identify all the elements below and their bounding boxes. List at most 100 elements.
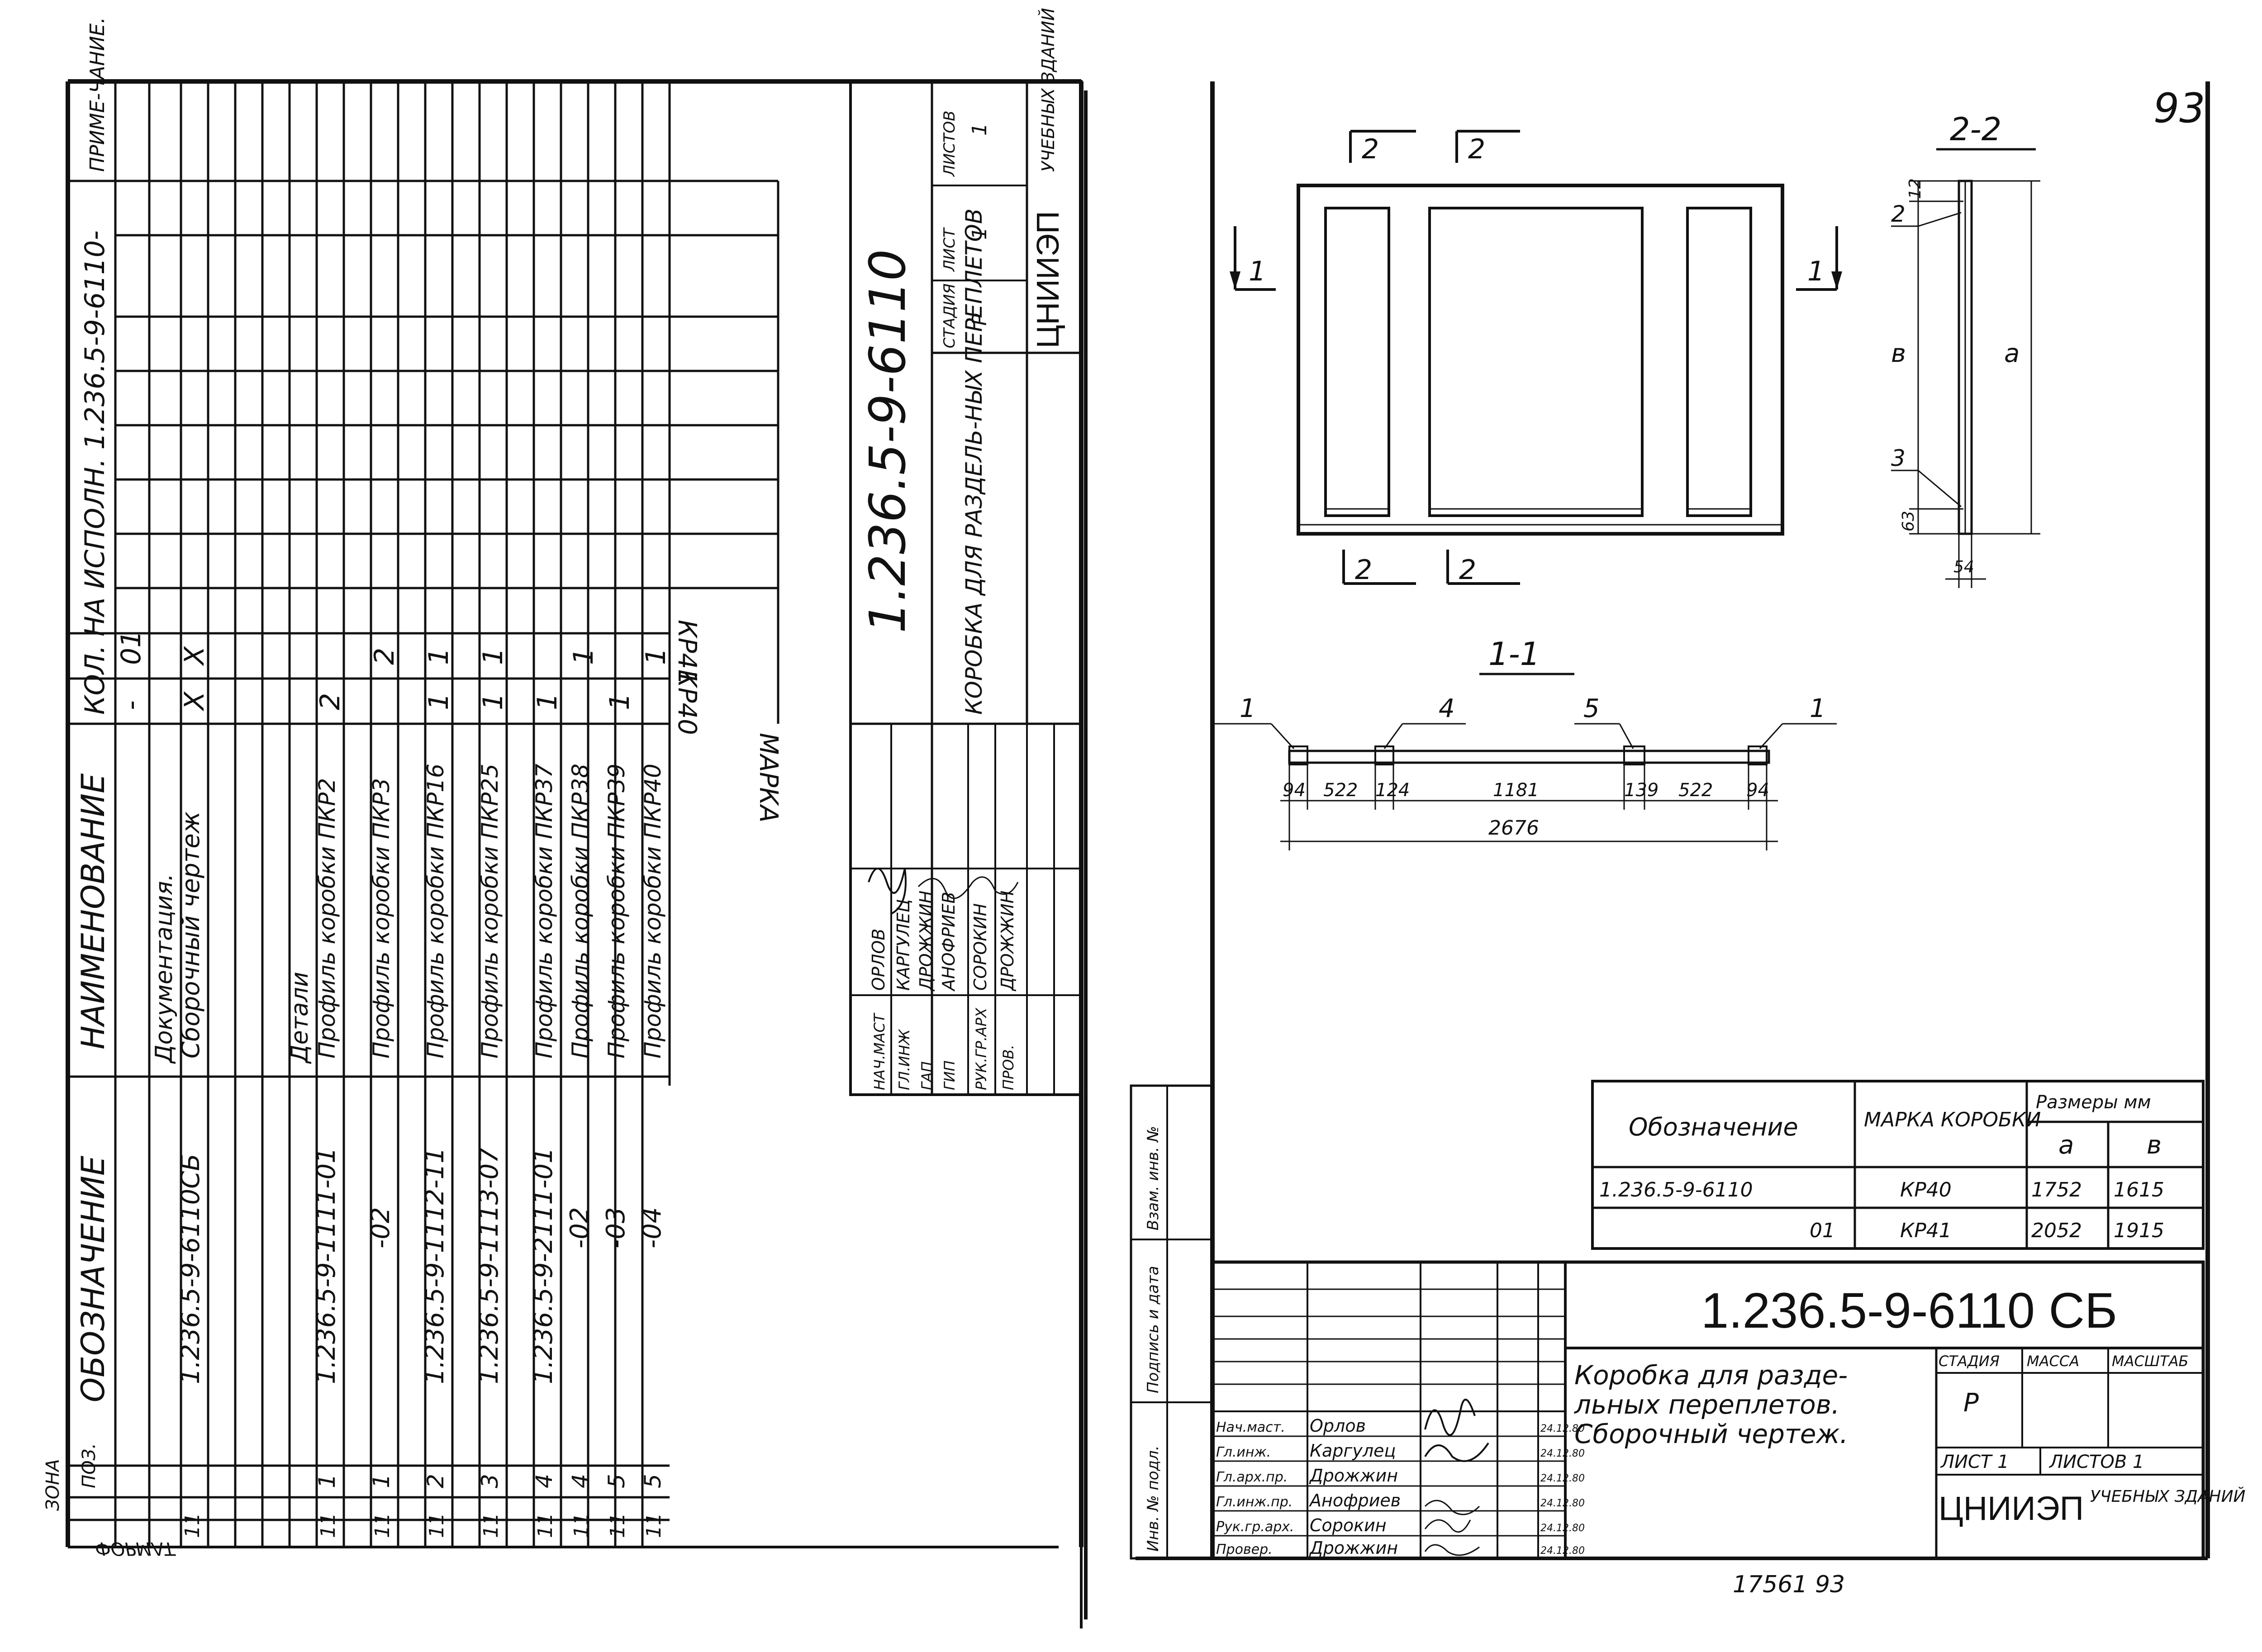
staff-role: ГЛ.ИНЖ	[896, 1029, 913, 1090]
row-q1: 1	[477, 693, 509, 710]
row-q2: 1	[640, 648, 672, 665]
dim-1-1-total: 2676	[1488, 817, 1539, 840]
row-designation: 1.236.5-9-2111-01	[529, 1147, 558, 1384]
row-pos: 5	[604, 1474, 630, 1488]
left-sheets-label: ЛИСТОВ	[941, 110, 959, 177]
staff-date: 24.12.80	[1540, 1423, 1585, 1434]
row-q2: 1	[423, 648, 455, 665]
row-designation: 1.236.5-9-1112-11	[420, 1147, 450, 1384]
dim-2-2-a: а	[2004, 339, 2020, 368]
left-staff: НАЧ.МАСТ ОРЛОВ ГЛ.ИНЖ КАРГУЛЕЦ ГАП ДРОЖЖ…	[869, 891, 1017, 1090]
staff-role: Нач.маст.	[1216, 1419, 1285, 1435]
right-title-1: Коробка для разде-	[1574, 1360, 1848, 1391]
header-qty: КОЛ. НА ИСПОЛН. 1.236.5-9-6110-	[79, 230, 111, 715]
left-org-sub: УЧЕБНЫХ ЗДАНИЙ	[1038, 8, 1058, 172]
staff-name: ОРЛОВ	[869, 929, 889, 991]
size-h-mark: МАРКА КОРОБКИ	[1864, 1108, 2041, 1131]
staff-role: Гл.арх.пр.	[1216, 1469, 1288, 1485]
size-table: Обозначение МАРКА КОРОБКИ Размеры мм а в…	[1591, 1080, 2205, 1250]
dim-1-1-d3: 124	[1375, 780, 1410, 801]
staff-date: 24.12.80	[1540, 1523, 1585, 1534]
row-format: 11	[317, 1513, 340, 1538]
spec-grid	[67, 80, 860, 1547]
section-2-2-title: 2-2	[1950, 111, 2001, 148]
staff-role: ГАП	[918, 1061, 936, 1090]
row-q1: 1	[604, 693, 636, 710]
right-scale-label: МАСШТАБ	[2112, 1353, 2188, 1370]
size-row-designation: 01	[1810, 1219, 1835, 1242]
row-pos: 4	[531, 1474, 557, 1488]
staff-role: НАЧ.МАСТ	[871, 1012, 888, 1090]
left-stage-label: СТАДИЯ	[941, 284, 959, 348]
table-row: 1.236.5-9-6110 КР40 1752 1615	[1599, 1178, 2164, 1201]
section-mark-1: 1	[1807, 256, 1825, 287]
row-name: Сборочный чертеж	[176, 811, 205, 1059]
row-designation: 1.236.5-9-1111-01	[312, 1147, 341, 1384]
left-title: КОРОБКА ДЛЯ РАЗДЕЛЬ-НЫХ ПЕРЕПЛЕТОВ	[961, 209, 987, 715]
size-row-b: 1915	[2114, 1219, 2164, 1242]
row-q2: 2	[369, 648, 400, 665]
pos-4: 4	[1439, 694, 1455, 723]
row-pos: 1	[368, 1474, 394, 1488]
staff-role: ПРОВ.	[1000, 1044, 1017, 1090]
side-stamp: Взам. инв. № Подпись и дата Инв. № подл.	[1130, 1084, 1214, 1560]
signature-mark	[1424, 1544, 1480, 1556]
staff-role: Гл.инж.	[1216, 1444, 1271, 1460]
right-sheets-text: ЛИСТОВ 1	[2048, 1452, 2144, 1472]
stamp-sign-date: Подпись и дата	[1144, 1266, 1162, 1393]
right-org-sub: УЧЕБНЫХ ЗДАНИЙ	[2090, 1487, 2245, 1506]
table-row: 11 1.236.5-9-6110СБ Сборочный чертеж X X	[176, 646, 210, 1538]
signature-mark	[1424, 1500, 1480, 1515]
row-format: 11	[606, 1513, 629, 1538]
staff-role: Гл.инж.пр.	[1216, 1494, 1293, 1510]
stamp-interchange: Взам. инв. №	[1144, 1126, 1162, 1230]
elevation-view: 2 2 2 2 1 1	[1230, 130, 1842, 586]
left-sheets: 1	[968, 123, 991, 136]
marka-label: МАРКА	[754, 733, 783, 822]
right-title-3: Сборочный чертеж.	[1574, 1419, 1848, 1449]
staff-name: Дрожжин	[1309, 1466, 1398, 1486]
left-sheet: 1	[968, 227, 991, 240]
exec-dash: -	[115, 700, 147, 710]
row-designation: 1.236.5-9-6110СБ	[176, 1154, 205, 1384]
staff-name: Анофриев	[1308, 1491, 1401, 1510]
signature-mark	[1424, 1519, 1471, 1533]
row-format: 11	[371, 1513, 394, 1538]
size-row-mark: КР41	[1900, 1219, 1952, 1242]
size-row-mark: КР40	[1900, 1178, 1952, 1201]
pos-3: 3	[1891, 445, 1906, 471]
row-q2: 1	[477, 648, 509, 665]
row-name: Профиль коробки ПКР40	[640, 764, 666, 1059]
staff-name: ДРОЖЖИН	[998, 891, 1017, 992]
staff-role: Рук.гр.арх.	[1216, 1519, 1294, 1535]
staff-role: ГИП	[941, 1060, 958, 1090]
header-zone: ЗОНА	[43, 1459, 63, 1511]
signature-mark	[917, 878, 974, 899]
table-row: 11 1 1.236.5-9-1111-01 Профиль коробки П…	[312, 693, 346, 1538]
staff-name: СОРОКИН	[970, 903, 990, 991]
signature-mark	[972, 876, 1019, 895]
pos-2: 2	[1891, 201, 1906, 227]
dim-2-2-bottom: 63	[1899, 511, 1918, 532]
left-org: ЦНИИЭП	[1030, 211, 1065, 348]
row-format: 11	[534, 1513, 557, 1538]
right-title-2: льных переплетов.	[1574, 1389, 1839, 1420]
right-sheet-text: ЛИСТ 1	[1940, 1452, 2009, 1472]
dim-1-1-d5: 139	[1624, 780, 1658, 801]
row-pos: 4	[567, 1474, 594, 1488]
left-stage: Р	[968, 313, 991, 326]
staff-name: АНОФРИЕВ	[939, 892, 959, 992]
table-row: 11 1 -02 Профиль коробки ПКР3 2	[366, 648, 400, 1538]
size-h-designation: Обозначение	[1629, 1113, 1798, 1141]
staff-name: Сорокин	[1310, 1515, 1387, 1535]
table-row: 11 5 -03 Профиль коробки ПКР39 1	[601, 693, 636, 1538]
row-name: Профиль коробки ПКР2	[314, 778, 340, 1059]
right-org: ЦНИИЭП	[1939, 1490, 2084, 1527]
size-row-designation: 1.236.5-9-6110	[1599, 1178, 1753, 1201]
mark-kr40: КР40	[672, 669, 702, 735]
row-q1: X	[179, 691, 210, 712]
section-1-1-title: 1-1	[1488, 636, 1540, 673]
section-mark-2: 2	[1468, 133, 1485, 165]
staff-date: 24.12.80	[1540, 1448, 1585, 1459]
